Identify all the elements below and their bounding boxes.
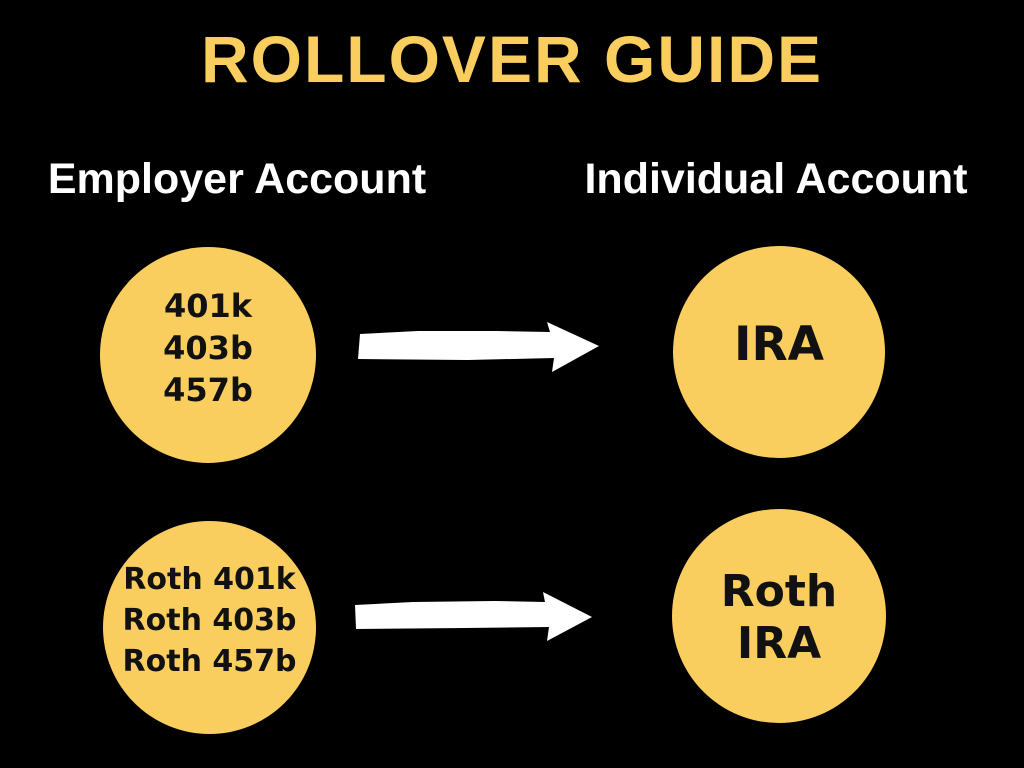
employer-pretax-accounts-circle: 401k 403b 457b — [100, 247, 316, 463]
account-type-label: 401k — [163, 287, 253, 325]
account-type-label: Roth 403b — [122, 603, 297, 638]
right-arrow-icon — [355, 592, 592, 641]
circle-label-group: Roth IRA — [721, 566, 837, 670]
roth-ira-circle: Roth IRA — [672, 509, 886, 723]
circle-label-group: IRA — [734, 320, 824, 370]
ira-circle: IRA — [673, 246, 885, 458]
account-type-label: IRA — [733, 317, 825, 372]
circle-label-group: Roth 401k Roth 403b Roth 457b — [123, 559, 297, 682]
employer-roth-accounts-circle: Roth 401k Roth 403b Roth 457b — [103, 521, 316, 734]
account-type-label: 457b — [163, 371, 253, 409]
account-type-label: IRA — [736, 618, 822, 669]
account-type-label: Roth 401k — [123, 562, 296, 597]
right-arrow-icon — [358, 322, 599, 372]
column-header-individual-account: Individual Account — [584, 155, 968, 203]
circle-label-group: 401k 403b 457b — [163, 285, 253, 411]
column-header-employer-account: Employer Account — [47, 155, 427, 203]
account-type-label: Roth 457b — [122, 644, 297, 679]
account-type-label: Roth — [720, 566, 838, 617]
account-type-label: 403b — [163, 329, 253, 367]
page-title: ROLLOVER GUIDE — [200, 22, 824, 96]
